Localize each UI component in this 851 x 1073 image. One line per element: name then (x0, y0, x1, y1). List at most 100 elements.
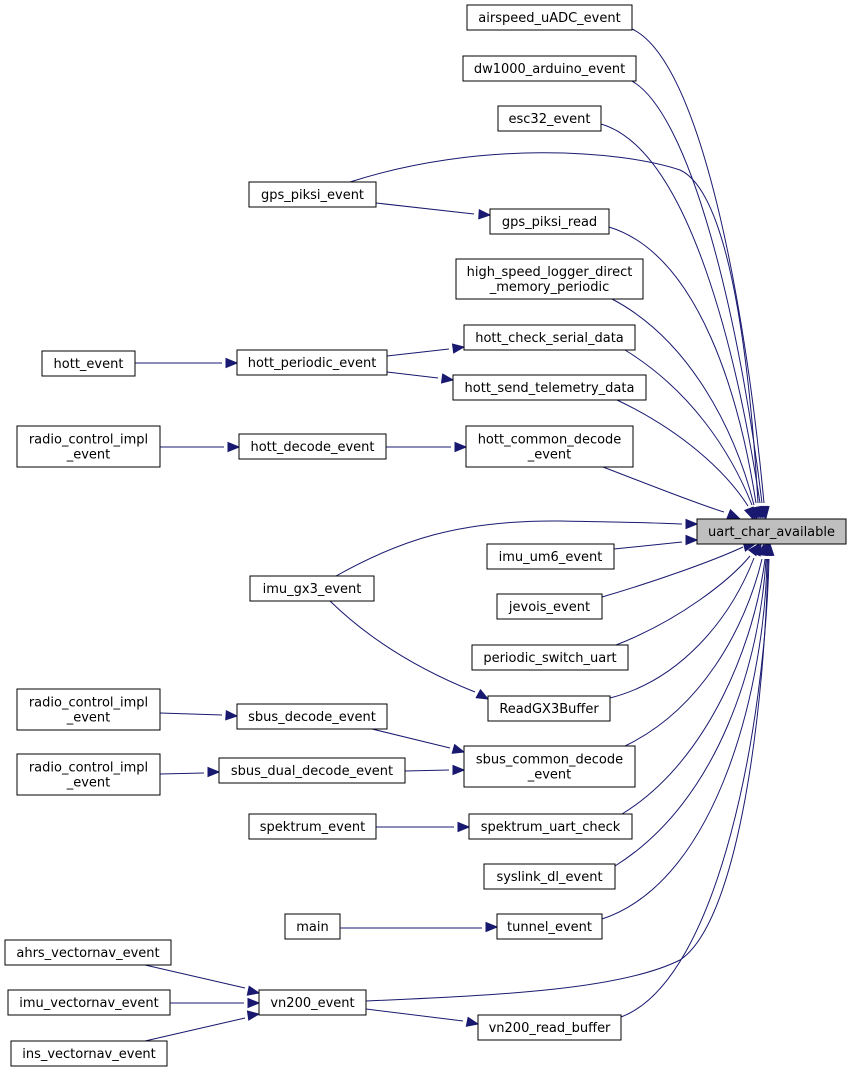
node-box (455, 258, 644, 300)
function-node[interactable]: hott_check_serial_data (463, 324, 636, 351)
node-label: main (296, 920, 328, 935)
node-label: hott_decode_event (250, 440, 374, 455)
node-label: hott_send_telemetry_data (465, 381, 635, 396)
function-node[interactable]: radio_control_impl_event (16, 688, 161, 731)
function-node[interactable]: radio_control_impl_event (16, 425, 161, 468)
edge-line (621, 558, 766, 815)
edge-line (386, 371, 439, 379)
node-box (236, 349, 388, 376)
node-label: high_speed_logger_direct (467, 265, 633, 280)
call-edge (609, 542, 762, 699)
function-node[interactable]: imu_um6_event (486, 543, 615, 570)
node-box (238, 433, 387, 460)
function-node[interactable]: main (284, 913, 341, 940)
function-node[interactable]: ahrs_vectornav_event (4, 939, 172, 966)
arrow-head-icon (451, 743, 466, 754)
node-label: _event (66, 711, 111, 726)
edge-line (404, 769, 450, 772)
function-node[interactable]: gps_piksi_event (248, 181, 377, 208)
function-node[interactable]: tunnel_event (496, 913, 603, 940)
function-node[interactable]: imu_gx3_event (249, 575, 375, 602)
edge-line (386, 348, 450, 357)
function-node[interactable]: sbus_common_decode_event (463, 745, 636, 788)
call-edge (602, 466, 741, 519)
function-node[interactable]: jevois_event (496, 593, 603, 620)
arrow-head-icon (465, 1016, 480, 1027)
node-label: tunnel_event (507, 920, 592, 935)
function-node[interactable]: gps_piksi_read (489, 208, 610, 235)
call-edge (365, 1008, 480, 1027)
node-label: hott_event (54, 357, 124, 372)
edge-line (609, 557, 755, 699)
node-box (258, 989, 367, 1016)
function-node[interactable]: vn200_event (258, 989, 367, 1016)
node-box (489, 208, 610, 235)
call-edges (135, 28, 775, 1042)
node-label: sbus_decode_event (248, 710, 376, 725)
function-node[interactable]: radio_control_impl_event (16, 753, 161, 796)
edge-line (602, 466, 725, 513)
function-node[interactable]: sbus_decode_event (236, 703, 388, 730)
arrow-head-icon (457, 821, 471, 833)
call-edge (170, 997, 261, 1009)
function-node[interactable]: hott_decode_event (238, 433, 387, 460)
node-label: ins_vectornav_event (22, 1047, 156, 1062)
function-node[interactable]: sbus_dual_decode_event (218, 757, 406, 784)
node-label: jevois_event (508, 600, 590, 615)
function-node[interactable]: imu_vectornav_event (7, 989, 171, 1016)
arrow-head-icon (225, 710, 239, 721)
node-label: gps_piksi_event (261, 188, 364, 203)
arrow-head-icon (225, 357, 239, 369)
node-box (452, 374, 647, 401)
edge-line (615, 555, 751, 646)
function-node[interactable]: ReadGX3Buffer (487, 695, 611, 722)
function-node[interactable]: airspeed_uADC_event (466, 4, 633, 31)
function-node[interactable]: vn200_read_buffer (477, 1014, 622, 1041)
node-box (16, 753, 161, 796)
function-node[interactable]: esc32_event (497, 105, 602, 132)
arrow-head-icon (246, 1010, 261, 1021)
edge-line (608, 226, 757, 504)
function-node[interactable]: high_speed_logger_direct_memory_periodic (455, 258, 644, 300)
function-node[interactable]: ins_vectornav_event (10, 1040, 168, 1067)
function-node[interactable]: periodic_switch_uart (471, 644, 629, 671)
node-box (248, 181, 377, 208)
call-edge (340, 921, 499, 933)
function-node[interactable]: spektrum_uart_check (468, 813, 633, 840)
node-label: airspeed_uADC_event (478, 11, 620, 26)
function-node[interactable]: syslink_dl_event (483, 863, 616, 890)
node-label: _event (66, 776, 111, 791)
function-node[interactable]: hott_periodic_event (236, 349, 388, 376)
edge-line (365, 558, 769, 1002)
function-node[interactable]: hott_event (41, 350, 136, 377)
node-label: imu_gx3_event (263, 582, 362, 597)
edge-line (613, 541, 683, 550)
node-box (248, 813, 377, 840)
edge-line (329, 600, 476, 693)
edge-line (159, 712, 223, 716)
function-nodes: uart_char_available airspeed_uADC_eventdw… (4, 4, 847, 1067)
function-node[interactable]: spektrum_event (248, 813, 377, 840)
node-label: syslink_dl_event (496, 870, 602, 885)
node-label: _memory_periodic (489, 280, 610, 295)
call-edge (624, 542, 768, 747)
node-label: vn200_event (270, 996, 354, 1011)
node-box (4, 939, 172, 966)
function-node[interactable]: hott_common_decode_event (465, 425, 634, 468)
edge-line (375, 202, 475, 215)
node-box (496, 593, 603, 620)
function-node[interactable]: hott_send_telemetry_data (452, 374, 647, 401)
edge-line (335, 520, 683, 577)
arrow-head-icon (726, 508, 741, 519)
node-label: hott_check_serial_data (475, 331, 624, 346)
call-edge (144, 1010, 261, 1042)
root-function-node[interactable]: uart_char_available (696, 518, 847, 545)
arrow-head-icon (685, 534, 699, 546)
arrow-head-icon (454, 441, 468, 453)
node-label: ReadGX3Buffer (499, 702, 599, 717)
arrow-head-icon (227, 441, 241, 453)
arrow-head-icon (485, 921, 499, 933)
function-node[interactable]: dw1000_arduino_event (462, 55, 637, 82)
arrow-head-icon (451, 343, 466, 354)
node-box (236, 703, 388, 730)
